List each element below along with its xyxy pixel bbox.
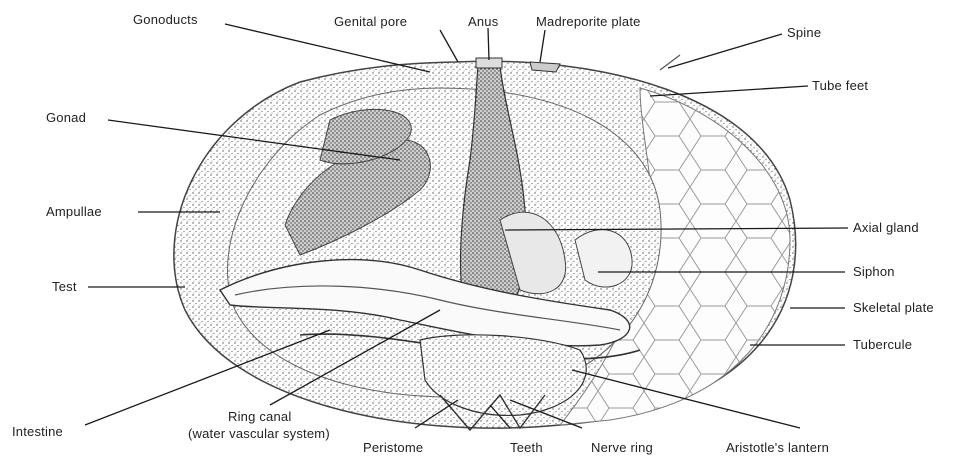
label-anus: Anus [468, 14, 498, 29]
label-madreporite-plate: Madreporite plate [536, 14, 641, 29]
leader-anus [488, 28, 489, 60]
urchin-body [174, 55, 796, 430]
label-ring-canal-line1: Ring canal [188, 408, 330, 425]
label-siphon: Siphon [853, 264, 895, 279]
label-test: Test [52, 279, 77, 294]
label-axial-gland: Axial gland [853, 220, 919, 235]
leader-madreporite [540, 30, 545, 62]
label-peristome: Peristome [363, 440, 423, 455]
label-gonoducts: Gonoducts [133, 12, 198, 27]
label-spine: Spine [787, 25, 821, 40]
label-aristotles-lantern: Aristotle's lantern [726, 440, 829, 455]
label-teeth: Teeth [510, 440, 543, 455]
label-gonad: Gonad [46, 110, 86, 125]
label-skeletal-plate: Skeletal plate [853, 300, 934, 315]
label-tubercule: Tubercule [853, 337, 912, 352]
label-intestine: Intestine [12, 424, 63, 439]
leader-genital-pore [440, 30, 458, 62]
label-ring-canal: Ring canal (water vascular system) [188, 408, 330, 442]
label-genital-pore: Genital pore [334, 14, 407, 29]
label-nerve-ring: Nerve ring [591, 440, 653, 455]
leader-tube-feet [650, 86, 808, 96]
label-ampullae: Ampullae [46, 204, 102, 219]
leader-spine [668, 34, 782, 68]
leader-gonoducts [225, 24, 430, 72]
label-ring-canal-line2: (water vascular system) [188, 425, 330, 442]
label-tube-feet: Tube feet [812, 78, 868, 93]
madreporite-plate-shape [530, 62, 560, 72]
